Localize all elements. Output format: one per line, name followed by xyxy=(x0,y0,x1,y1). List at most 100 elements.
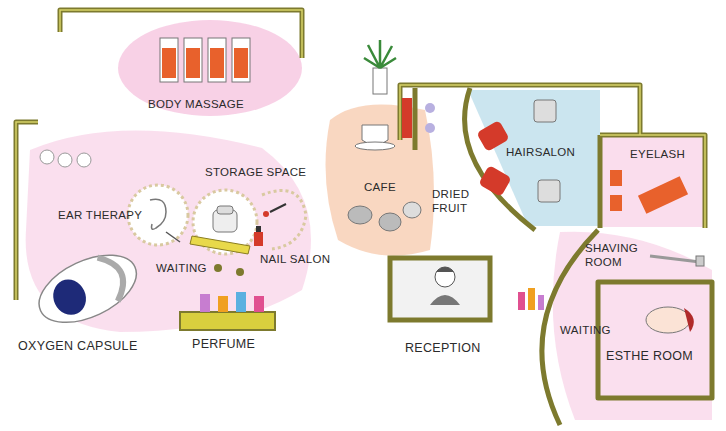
nail-salon xyxy=(256,226,261,232)
wall xyxy=(16,122,38,300)
eyelash-bed xyxy=(610,170,688,214)
perfume-counter xyxy=(218,296,228,312)
wall xyxy=(600,135,705,228)
room-label: DRIED FRUIT xyxy=(432,188,476,216)
watercolor-wash xyxy=(26,130,311,332)
nail-salon xyxy=(262,191,306,250)
massage-bed xyxy=(162,48,176,78)
waiting-bench xyxy=(236,268,244,276)
ear-therapy-room xyxy=(166,232,180,242)
oxygen-capsule xyxy=(29,241,147,336)
room-label: CAFE xyxy=(364,181,396,195)
nail-salon xyxy=(270,204,286,212)
wall xyxy=(400,85,640,140)
room-label: ESTHE ROOM xyxy=(606,349,693,364)
massage-bed xyxy=(234,48,248,78)
wall-highlight xyxy=(16,122,38,300)
cafe-furniture xyxy=(402,98,412,138)
waiting-bench xyxy=(190,236,250,254)
wall xyxy=(465,88,535,230)
massage-bed xyxy=(232,38,250,82)
eyelash-bed xyxy=(638,176,688,214)
cafe-furniture xyxy=(425,103,435,113)
cosmetics xyxy=(518,288,544,310)
nail-salon xyxy=(254,191,306,250)
wall-highlight xyxy=(600,135,705,228)
wall xyxy=(598,135,603,228)
wall-highlight xyxy=(60,10,302,58)
wall xyxy=(413,88,418,150)
cafe-furniture xyxy=(348,206,372,224)
razor xyxy=(650,256,700,262)
waiting-bench xyxy=(214,264,222,272)
perfume-counter xyxy=(236,292,246,312)
room-label: BODY MASSAGE xyxy=(148,98,244,112)
massage-bed xyxy=(160,38,178,82)
esthe-face xyxy=(684,308,694,332)
esthe-face xyxy=(646,307,690,333)
wall xyxy=(60,10,302,58)
reception-desk xyxy=(435,267,455,287)
cafe-furniture xyxy=(425,123,435,133)
watercolor-wash xyxy=(26,20,712,420)
massage-bed xyxy=(208,38,226,82)
hair-chair xyxy=(478,165,512,197)
wall xyxy=(598,282,712,398)
massage-bed xyxy=(186,48,200,78)
watercolor-wash xyxy=(326,104,435,255)
stool xyxy=(58,153,72,167)
oxygen-capsule xyxy=(29,241,147,336)
hair-chair xyxy=(476,120,510,152)
oxygen-capsule xyxy=(47,274,91,320)
room-label: SHAVING ROOM xyxy=(585,242,647,270)
reception-desk xyxy=(430,295,460,305)
oxygen-capsule xyxy=(98,251,132,301)
massage-bed xyxy=(210,48,224,78)
perfume-counter xyxy=(180,292,275,330)
ear-therapy-room xyxy=(150,199,166,229)
nail-salon xyxy=(254,232,263,246)
eyelash-bed xyxy=(610,195,622,211)
room-label: STORAGE SPACE xyxy=(205,166,306,180)
perfume-counter xyxy=(180,312,275,330)
hair-chair xyxy=(534,100,556,122)
room-label: EYELASH xyxy=(630,148,685,162)
razor xyxy=(696,256,704,266)
stool xyxy=(40,150,91,167)
cosmetics xyxy=(538,295,544,310)
cosmetics xyxy=(518,292,525,310)
cosmetics xyxy=(528,288,535,310)
hair-chair xyxy=(538,180,560,202)
watercolor-wash xyxy=(553,232,712,420)
eyelash-bed xyxy=(610,170,622,186)
nail-salon xyxy=(263,211,269,217)
watercolor-wash xyxy=(602,137,704,227)
wall xyxy=(16,10,712,425)
razor xyxy=(650,256,704,266)
esthe-face xyxy=(646,307,694,333)
room-label: WAITING xyxy=(156,262,207,276)
room-label: NAIL SALON xyxy=(260,253,330,267)
room-label: RECEPTION xyxy=(405,341,481,356)
reception-desk xyxy=(390,258,490,320)
stool xyxy=(40,150,54,164)
room-label: HAIRSALON xyxy=(506,146,575,160)
watercolor-wash xyxy=(118,20,302,116)
watercolor-wash xyxy=(468,90,600,226)
room-label: EAR THERAPY xyxy=(58,209,142,223)
perfume-counter xyxy=(200,294,210,312)
plant xyxy=(364,40,396,68)
room-label: WAITING xyxy=(560,324,611,338)
room-label: OXYGEN CAPSULE xyxy=(18,339,138,354)
plant xyxy=(364,40,396,94)
cafe-furniture xyxy=(379,213,401,231)
reception-desk xyxy=(390,258,490,320)
wall-highlight xyxy=(400,85,640,140)
massage-bed xyxy=(160,38,250,82)
cafe-furniture xyxy=(348,98,435,231)
room-label: PERFUME xyxy=(192,337,255,352)
massage-bed xyxy=(184,38,202,82)
cafe-furniture xyxy=(355,142,395,150)
